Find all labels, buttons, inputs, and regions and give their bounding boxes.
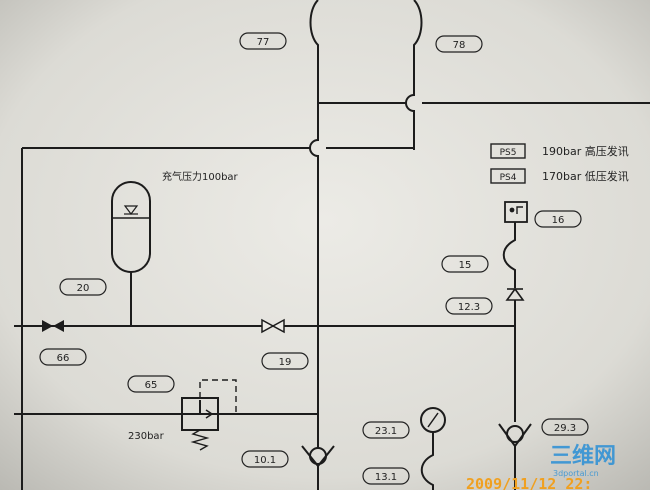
svg-text:19: 19 [279,357,292,368]
tag-16: 16 [534,210,582,228]
svg-text:78: 78 [453,40,466,51]
svg-text:29.3: 29.3 [554,423,576,434]
ball-valve-66 [42,320,64,332]
tag-19: 19 [261,352,309,370]
tag-66: 66 [39,348,87,366]
tag-23-1: 23.1 [362,421,410,439]
camera-date-stamp: 2009/11/12 22: [466,475,592,490]
relief-valve-symbol [181,379,237,451]
site-watermark: 三维网 3dportal.cn [550,443,616,478]
svg-text:PS5: PS5 [500,148,517,158]
svg-text:65: 65 [145,380,158,391]
tag-78: 78 [435,35,483,53]
tag-13-1: 13.1 [362,467,410,485]
tag-77: 77 [239,32,287,50]
check-valve-29-3 [498,423,532,448]
tag-15: 15 [441,255,489,273]
svg-text:23.1: 23.1 [375,426,397,437]
relief-setting-note: 230bar [128,431,165,442]
svg-text:170bar 低压发讯: 170bar 低压发讯 [542,169,629,183]
legend-ps4: PS4 170bar 低压发讯 [490,168,629,184]
svg-text:PS4: PS4 [500,173,517,183]
svg-text:三维网: 三维网 [550,443,616,469]
tag-29-3: 29.3 [541,418,589,436]
check-valve-10-1 [301,445,335,468]
svg-text:10.1: 10.1 [254,455,276,466]
svg-text:190bar 高压发讯: 190bar 高压发讯 [542,144,629,158]
accumulator-symbol [111,181,151,273]
accumulator-precharge-note: 充气压力100bar [162,170,239,183]
svg-text:16: 16 [552,215,565,226]
svg-text:12.3: 12.3 [458,302,480,313]
ball-valve-19 [261,318,285,334]
svg-text:77: 77 [257,37,270,48]
svg-text:66: 66 [57,353,70,364]
tag-10-1: 10.1 [241,450,289,468]
tag-65: 65 [127,375,175,393]
tag-20: 20 [59,278,107,296]
svg-text:13.1: 13.1 [375,472,397,483]
check-valve-12-3 [505,287,525,301]
svg-text:20: 20 [77,283,90,294]
pressure-gauge-symbol [420,407,446,433]
legend-ps5: PS5 190bar 高压发讯 [490,143,629,159]
tag-12-3: 12.3 [445,297,493,315]
svg-text:15: 15 [459,260,472,271]
svg-text:3dportal.cn: 3dportal.cn [553,469,599,478]
pressure-switch-16 [504,201,528,223]
